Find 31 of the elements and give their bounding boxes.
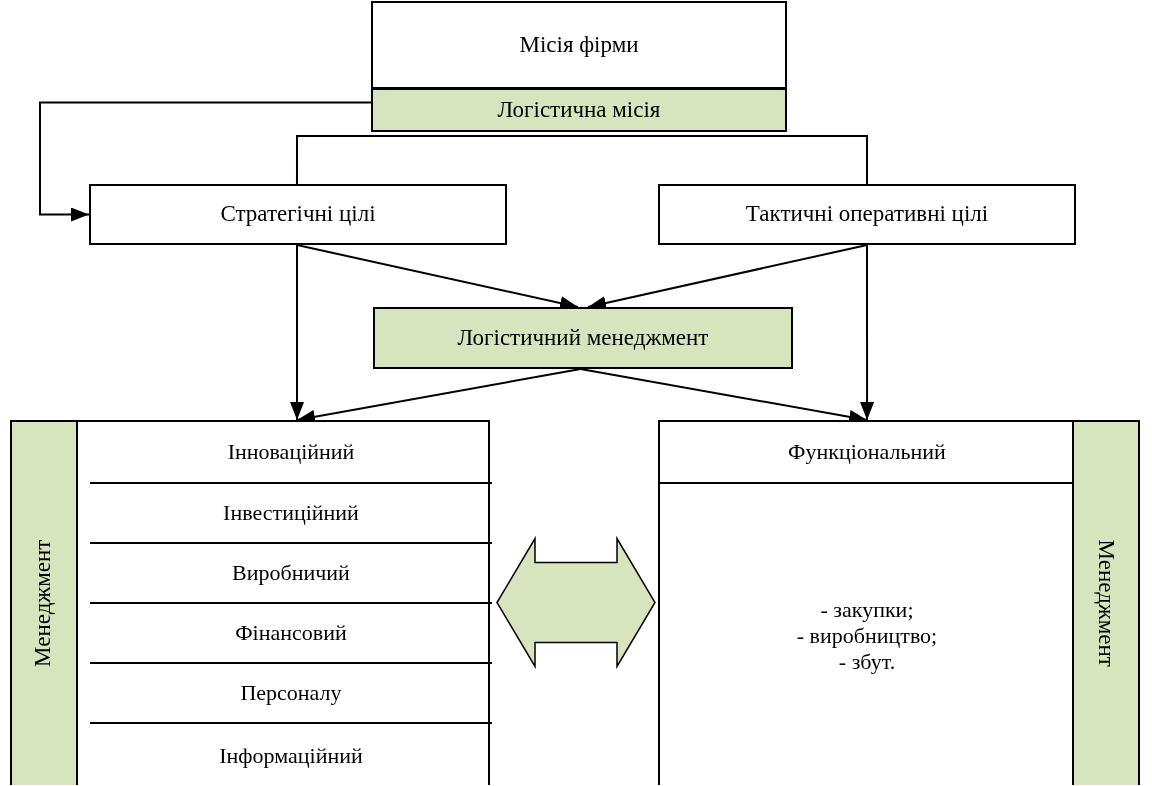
connector-line (296, 135, 868, 185)
row-label: Фінансовий (235, 619, 347, 647)
arrow (587, 244, 868, 310)
row-label: Інноваційний (227, 438, 355, 466)
double-block-arrow (496, 535, 656, 670)
row-label: Виробничий (232, 559, 350, 587)
row-label: Функціональний (788, 438, 946, 466)
text-box (373, 307, 793, 369)
arrow (296, 244, 579, 310)
box-label: Тактичні оперативні цілі (745, 200, 989, 229)
list-item: - виробництво; (796, 622, 938, 649)
box-label: Логістична місія (497, 95, 661, 124)
row-label: Персоналу (240, 679, 342, 707)
list-item: - закупки; (820, 596, 914, 623)
box-label: Стратегічні цілі (220, 200, 376, 229)
list-item: - збут. (838, 648, 896, 675)
arrow (290, 244, 305, 421)
box-label: Логістичний менеджмент (457, 323, 709, 352)
management-panel (10, 420, 490, 785)
row-label: Інвестиційний (223, 499, 359, 527)
text-box (658, 184, 1076, 245)
text-box (89, 184, 507, 245)
arrow (39, 101, 372, 222)
vertical-label: Менеджмент (1093, 539, 1121, 668)
arrow (860, 244, 875, 421)
box-label: Місія фірми (519, 30, 639, 59)
row-label: Інформаційний (219, 741, 363, 770)
vertical-label: Менеджмент (29, 539, 57, 668)
text-box (371, 1, 787, 89)
text-box (371, 88, 787, 132)
management-panel (658, 420, 1140, 785)
